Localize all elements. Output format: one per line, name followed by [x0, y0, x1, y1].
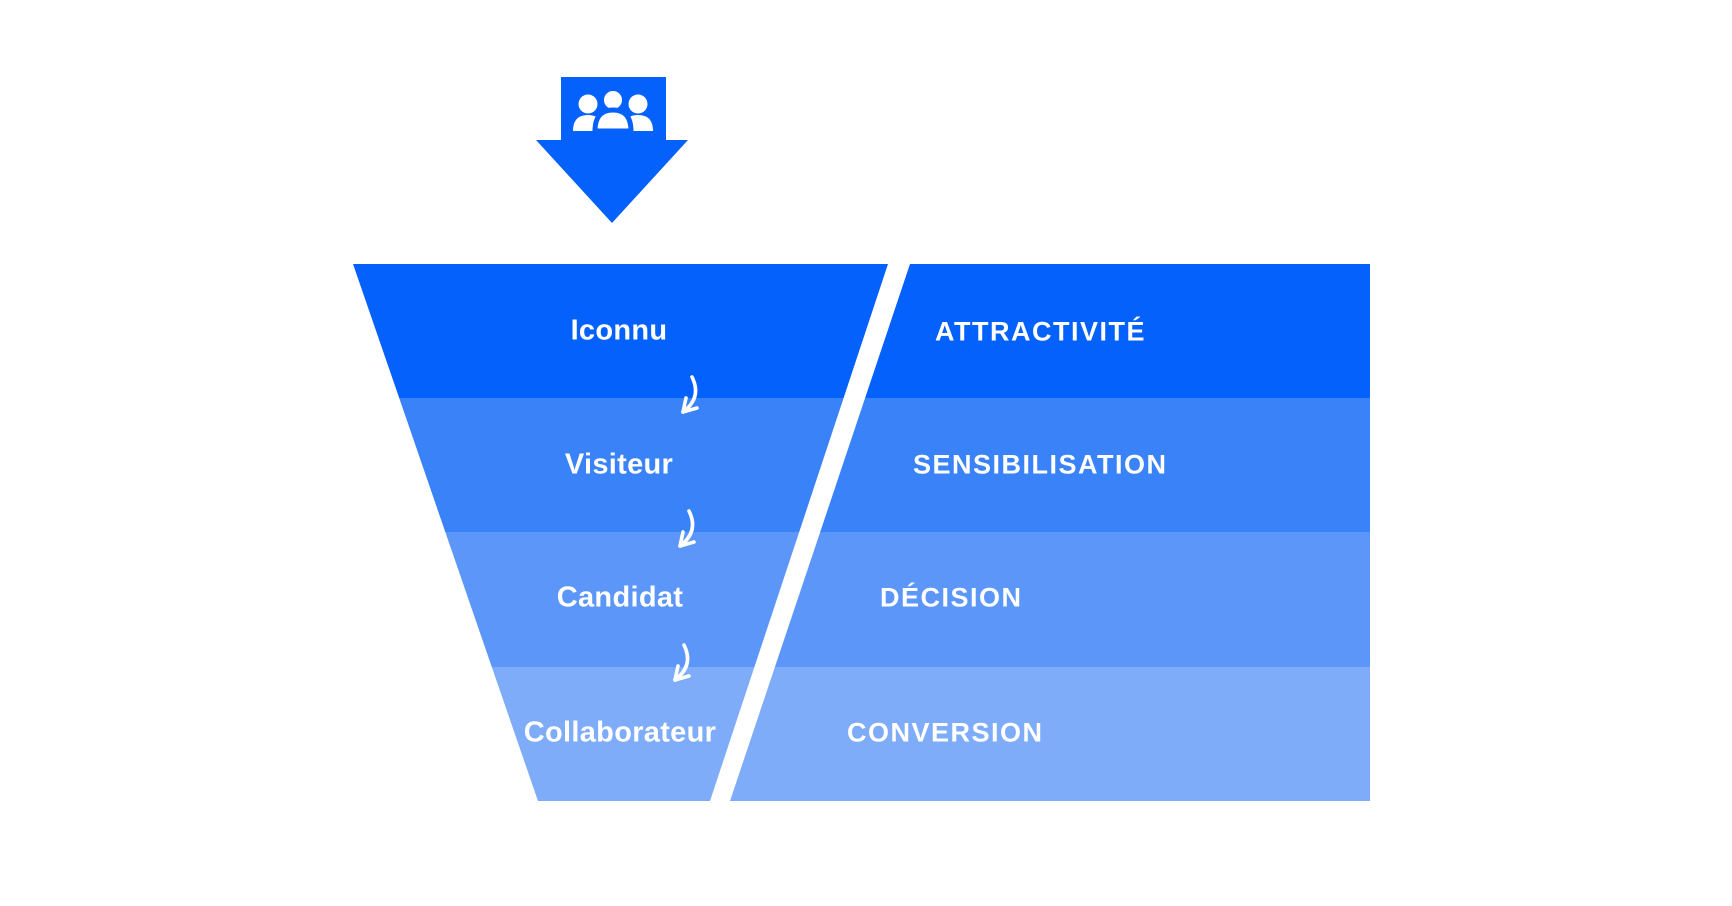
funnel-band-collaborateur: [491, 667, 755, 801]
arrow-tip: [678, 530, 696, 548]
phase-panel-shape: [730, 264, 1370, 801]
funnel-band-candidat: [445, 532, 800, 667]
phase-label-sensibilisation: SENSIBILISATION: [913, 449, 1168, 480]
phase-band-sensibilisation: [820, 398, 1370, 532]
arrow-curve: [678, 509, 695, 548]
person-center-body: [592, 107, 634, 134]
arrow-tip: [673, 664, 691, 682]
stage-label-iconnu: Iconnu: [570, 314, 668, 347]
funnel-band-visiteur: [399, 398, 844, 532]
arrow-curve: [673, 643, 690, 682]
funnel-band-iconnu: [353, 264, 888, 398]
arrow-head: [536, 140, 688, 223]
phase-band-decision: [774, 532, 1370, 667]
stage-label-collaborateur: Collaborateur: [523, 716, 717, 749]
arrow-tip: [681, 396, 699, 414]
curved-down-arrow-icon-2: [678, 509, 696, 548]
funnel-shape: [353, 264, 888, 801]
person-right-head: [628, 94, 648, 114]
stage-label-visiteur: Visiteur: [564, 448, 674, 481]
phase-band-attractivite: [865, 264, 1370, 398]
curved-down-arrow-icon-1: [681, 375, 699, 414]
phase-label-conversion: CONVERSION: [847, 717, 1044, 748]
people-group-down-arrow-icon: [536, 77, 688, 223]
person-left-head: [578, 94, 598, 114]
stage-label-candidat: Candidat: [556, 581, 684, 614]
curved-down-arrow-icon-3: [673, 643, 691, 682]
phase-label-decision: DÉCISION: [880, 582, 1023, 613]
person-center-icon: [592, 86, 634, 134]
arrow-curve: [681, 375, 698, 414]
phase-band-conversion: [730, 667, 1370, 801]
phase-label-attractivite: ATTRACTIVITÉ: [935, 316, 1146, 347]
